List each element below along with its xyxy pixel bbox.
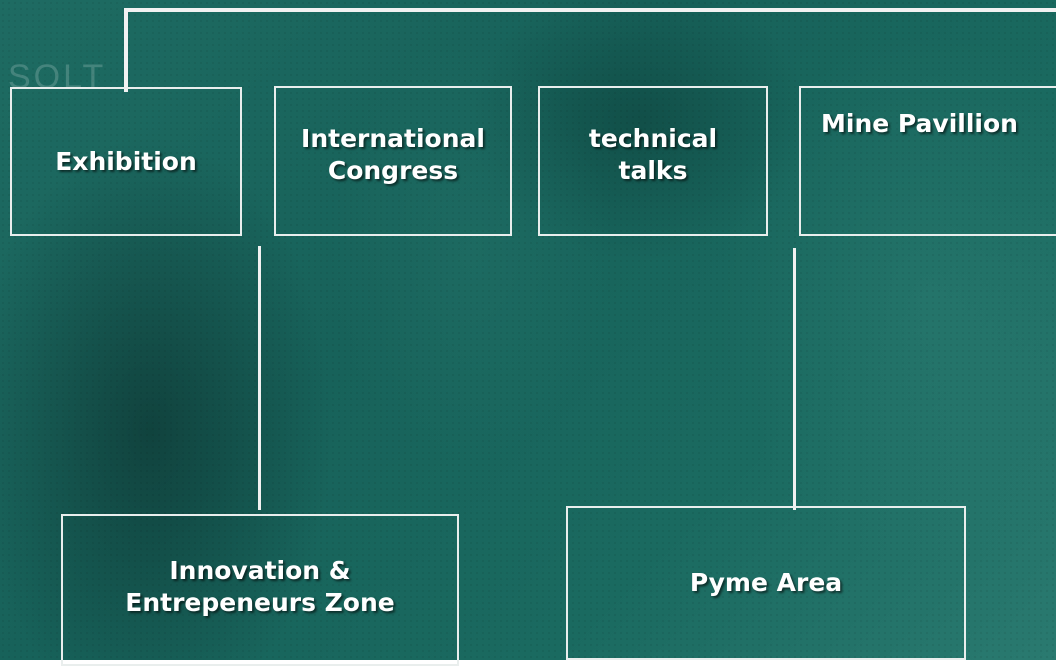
node-international-congress: International Congress	[274, 86, 512, 236]
node-innovation-zone-label: Innovation & Entrepeneurs Zone	[125, 556, 395, 617]
node-exhibition: Exhibition	[10, 87, 242, 236]
node-mine-pavillion-label: Mine Pavillion	[821, 109, 1018, 138]
node-technical-talks: technical talks	[538, 86, 768, 236]
connector-top-left-vertical	[124, 8, 128, 92]
connector-talks-pyme	[793, 248, 796, 510]
node-exhibition-label: Exhibition	[55, 146, 197, 176]
node-international-congress-label: International Congress	[301, 124, 485, 185]
logo-watermark: SOLT	[8, 58, 107, 96]
connector-exhibition-innovation	[258, 246, 261, 510]
connector-top-horizontal	[124, 8, 1056, 12]
node-innovation-zone: Innovation & Entrepeneurs Zone	[61, 514, 459, 666]
node-mine-pavillion: Mine Pavillion	[799, 86, 1056, 236]
node-pyme-area-label: Pyme Area	[689, 568, 843, 597]
node-technical-talks-label: technical talks	[588, 124, 718, 185]
node-pyme-area: Pyme Area	[566, 506, 966, 660]
